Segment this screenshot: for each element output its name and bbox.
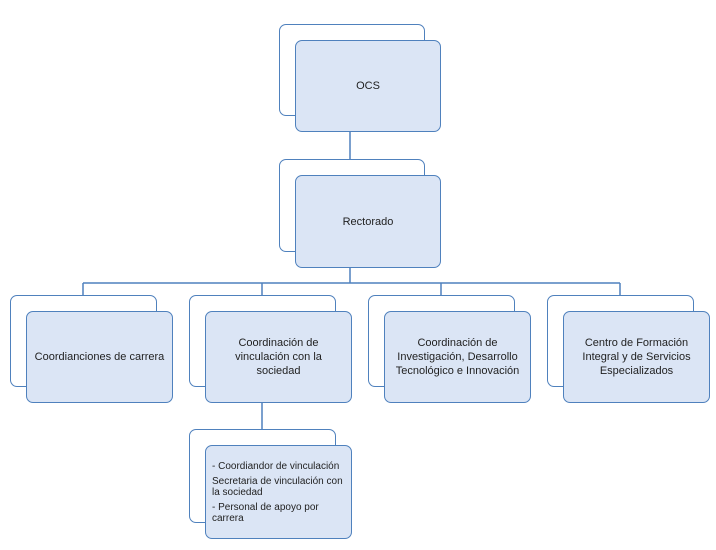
- ocs-label: OCS: [356, 80, 380, 92]
- dept-4-label: Centro de Formación Integral y de Servic…: [582, 337, 691, 377]
- staff-item-coordinador: - Coordiandor de vinculación: [212, 460, 340, 472]
- dept-3-label: Coordinación de Investigación, Desarroll…: [395, 337, 520, 377]
- staff-item-personal-apoyo: - Personal de apoyo por carrera: [212, 501, 319, 524]
- rectorado-box[interactable]: Rectorado: [295, 175, 441, 268]
- ocs-box[interactable]: OCS: [295, 40, 441, 132]
- vinculacion-staff-box[interactable]: - Coordiandor de vinculación Secretaria …: [205, 445, 352, 539]
- dept-1-label: Coordianciones de carrera: [34, 351, 165, 363]
- dept-2-box[interactable]: Coordinación de vinculación con la socie…: [205, 311, 352, 403]
- dept-1-box[interactable]: Coordianciones de carrera: [26, 311, 173, 403]
- dept-4-box[interactable]: Centro de Formación Integral y de Servic…: [563, 311, 710, 403]
- staff-item-secretaria: Secretaria de vinculación con la socieda…: [212, 475, 343, 498]
- dept-3-box[interactable]: Coordinación de Investigación, Desarroll…: [384, 311, 531, 403]
- rectorado-label: Rectorado: [342, 215, 394, 228]
- dept-2-label: Coordinación de vinculación con la socie…: [235, 337, 322, 377]
